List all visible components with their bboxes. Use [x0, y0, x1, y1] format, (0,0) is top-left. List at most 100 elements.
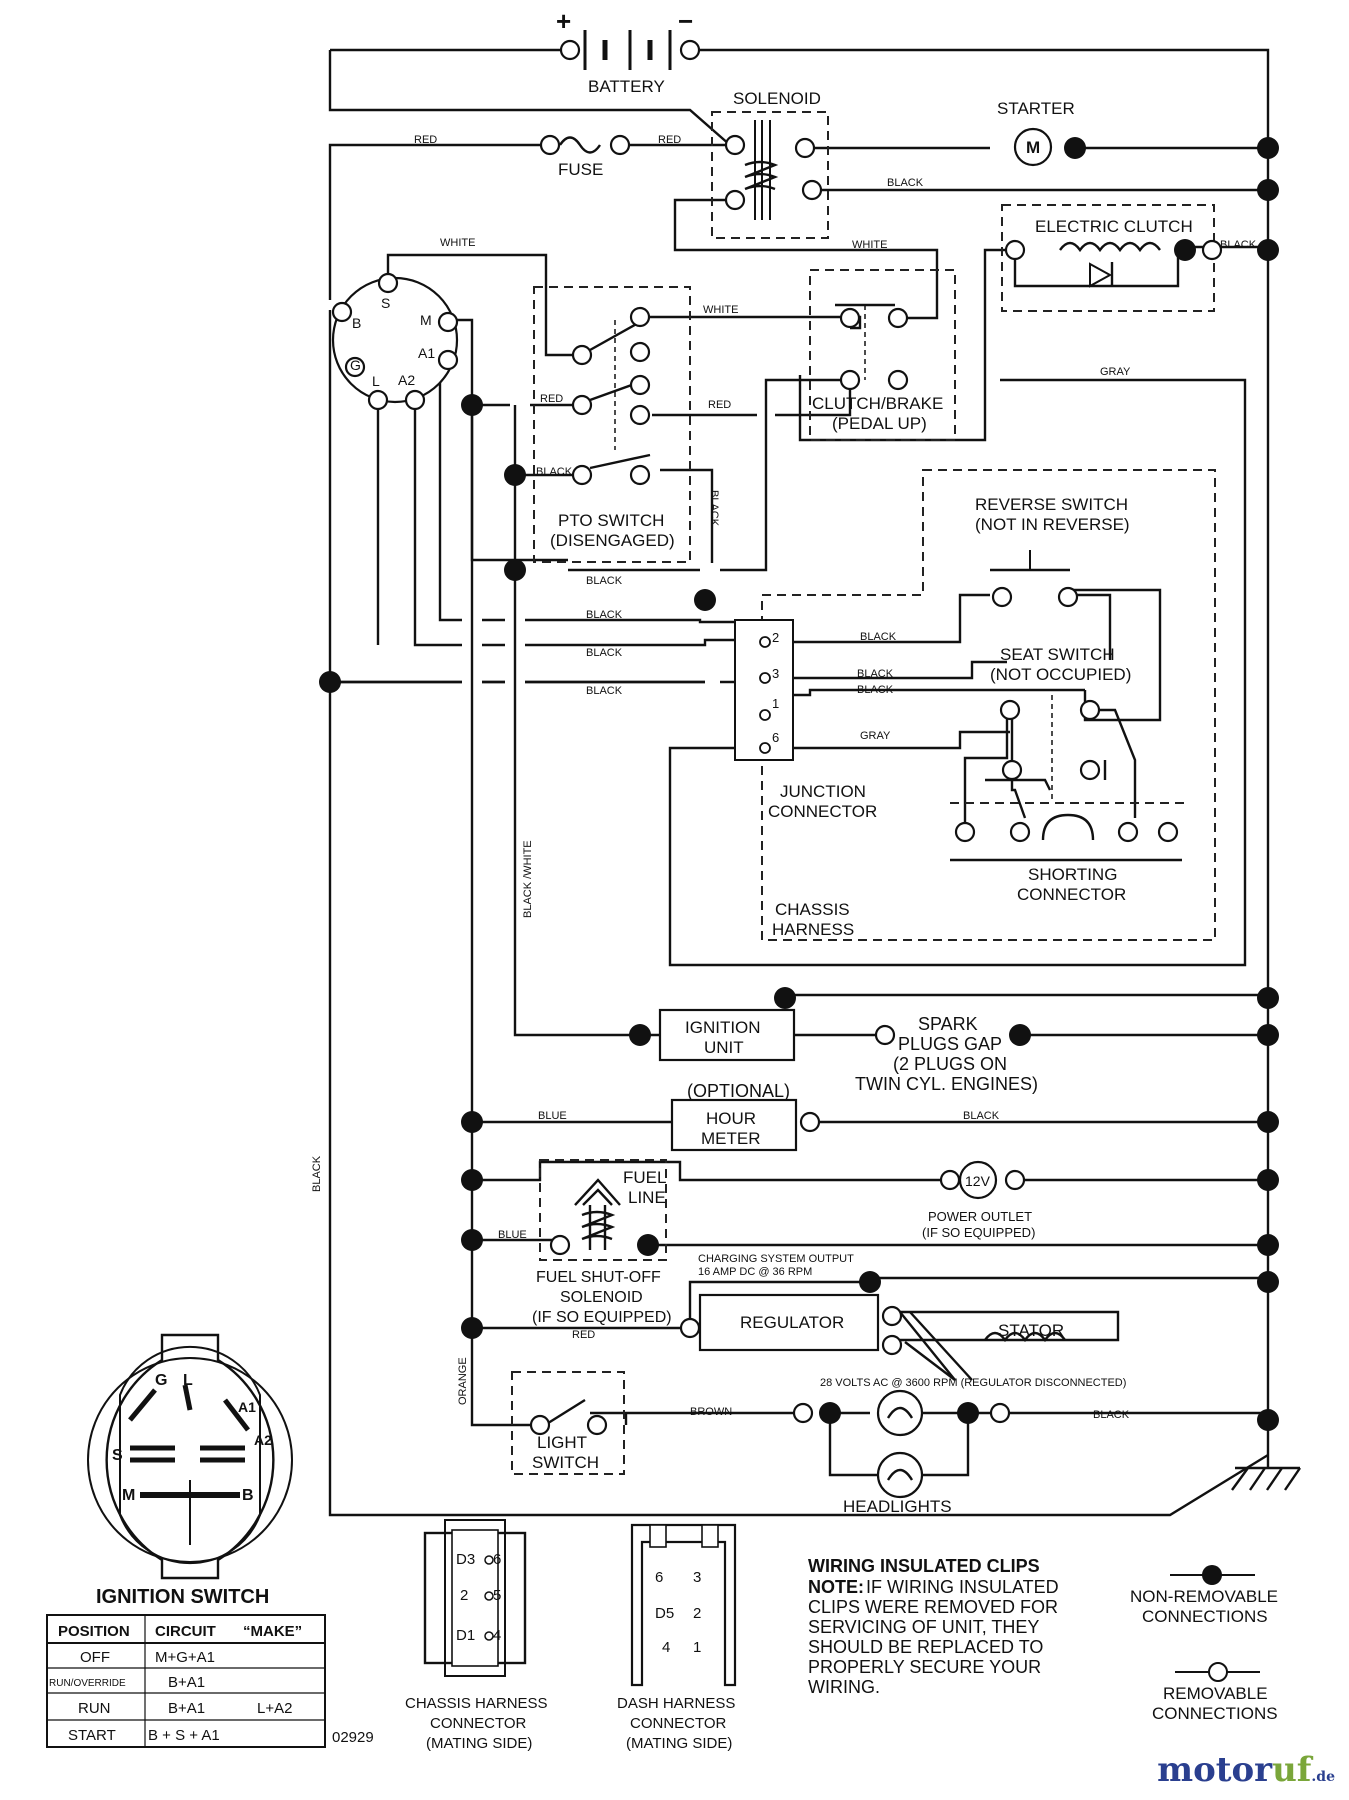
battery-label: BATTERY [588, 77, 665, 96]
terminal-s: S [381, 295, 390, 311]
wiring-clips-note: WIRING INSULATED CLIPS NOTE: IF WIRING I… [808, 1556, 1059, 1697]
junction-sublabel: CONNECTOR [768, 802, 877, 821]
diagram-code: 02929 [332, 1729, 374, 1746]
pin-1: 1 [772, 696, 779, 711]
starter-motor [1013, 127, 1053, 167]
power-outlet-label: POWER OUTLET [928, 1209, 1032, 1224]
table-row-run-make: L+A2 [257, 1700, 292, 1717]
headlights-label: HEADLIGHTS [843, 1497, 952, 1516]
ignition-switch-face: G L A1 S A2 M B [87, 1333, 293, 1580]
dash-connector-label: DASH HARNESS [617, 1695, 735, 1712]
stator-spec: 28 VOLTS AC @ 3600 RPM (REGULATOR DISCON… [820, 1377, 1126, 1389]
face-g: G [155, 1372, 167, 1389]
spark-plugs-note: (2 PLUGS ON [893, 1054, 1007, 1074]
dash-pin-d5: D5 [655, 1605, 674, 1622]
power-outlet-sublabel: (IF SO EQUIPPED) [922, 1225, 1035, 1240]
fuse-label: FUSE [558, 160, 603, 179]
legend-non-removable: NON-REMOVABLE [1130, 1587, 1278, 1606]
terminal-l: L [372, 373, 380, 389]
chassis-connector-label-3: (MATING SIDE) [426, 1735, 532, 1752]
watermark-logo: motoruf.de [1157, 1750, 1335, 1790]
hour-meter-box [670, 1098, 798, 1152]
shorting-label: SHORTING [1028, 865, 1117, 884]
wire-black-7: BLACK [586, 685, 623, 697]
ignition-unit-sublabel: UNIT [704, 1038, 744, 1057]
wire-white-2: WHITE [852, 239, 887, 251]
starter-symbol: M [1026, 138, 1040, 157]
wire-gray-1: GRAY [1100, 366, 1131, 378]
terminal-b: B [352, 315, 361, 331]
fuel-solenoid-icon [574, 1178, 621, 1250]
terminal-m: M [420, 312, 432, 328]
face-m: M [122, 1487, 135, 1504]
headlight-icons [876, 1389, 924, 1499]
terminal-a1: A1 [418, 345, 435, 361]
light-switch-label: LIGHT [537, 1433, 587, 1452]
table-header-circuit: CIRCUIT [155, 1623, 216, 1640]
light-switch-sublabel: SWITCH [532, 1453, 599, 1472]
fuel-solenoid-label: FUEL SHUT-OFF [536, 1269, 661, 1286]
wire-black-3: BLACK [536, 466, 573, 478]
ignition-unit-box [658, 1008, 796, 1062]
seat-switch-sublabel: (NOT OCCUPIED) [990, 665, 1131, 684]
electric-clutch-coil [1059, 241, 1161, 288]
table-row-off-circuit: M+G+A1 [155, 1649, 215, 1666]
optional-label: (OPTIONAL) [687, 1081, 790, 1101]
solenoid-coil [744, 120, 779, 220]
wire-black-6: BLACK [586, 647, 623, 659]
dash-pin-1: 1 [693, 1639, 701, 1656]
reverse-switch-contacts [990, 550, 1070, 572]
table-row-override-position: RUN/OVERRIDE [49, 1678, 126, 1689]
dash-harness-connector: 6 3 D5 2 4 1 [630, 1523, 737, 1687]
wire-red-5: RED [572, 1329, 595, 1341]
table-header-make: “MAKE” [243, 1623, 302, 1640]
wire-white-3: WHITE [703, 304, 738, 316]
clutch-brake-contacts [835, 303, 895, 380]
dash-pin-2: 2 [693, 1605, 701, 1622]
reverse-switch-sublabel: (NOT IN REVERSE) [975, 515, 1130, 534]
battery-plus-sign: + [556, 6, 571, 36]
table-row-start-position: START [68, 1727, 116, 1744]
wire-black-8: BLACK [860, 631, 897, 643]
junction-pin-dots [759, 636, 771, 754]
connection-legend: NON-REMOVABLE CONNECTIONS REMOVABLE CONN… [1130, 1565, 1278, 1723]
wire-orange: ORANGE [457, 1357, 469, 1405]
outlet-symbol: 12V [965, 1173, 991, 1189]
wire-gray-2: GRAY [860, 730, 891, 742]
chassis-pin-4: 4 [493, 1627, 501, 1644]
wire-red-1: RED [414, 134, 437, 146]
face-a1: A1 [238, 1399, 256, 1415]
watermark-tld: .de [1311, 1769, 1335, 1785]
note-line-5: PROPERLY SECURE YOUR [808, 1657, 1041, 1677]
fuel-line-label: FUEL [623, 1168, 666, 1187]
fuel-solenoid-sublabel: SOLENOID [560, 1289, 643, 1306]
fuse-element [559, 136, 601, 154]
starter-label: STARTER [997, 99, 1075, 118]
ignition-switch-title: IGNITION SWITCH [96, 1586, 269, 1608]
table-row-run-position: RUN [78, 1700, 111, 1717]
wire-black-11: BLACK [963, 1110, 1000, 1122]
wire-black-vertical: BLACK [311, 1155, 323, 1192]
table-row-off-position: OFF [80, 1649, 110, 1666]
wire-black-10: BLACK [857, 684, 894, 696]
charging-label: CHARGING SYSTEM OUTPUT [698, 1253, 854, 1265]
wire-white-1: WHITE [440, 237, 475, 249]
seat-switch-contacts [1041, 695, 1095, 841]
face-l: L [183, 1372, 193, 1389]
pto-switch-contacts [589, 320, 651, 470]
face-b: B [242, 1487, 254, 1504]
note-line-1: IF WIRING INSULATED [866, 1577, 1059, 1597]
note-line-2: CLIPS WERE REMOVED FOR [808, 1597, 1058, 1617]
note-line-4: SHOULD BE REPLACED TO [808, 1637, 1043, 1657]
wire-black-9: BLACK [857, 668, 894, 680]
wire-black-5: BLACK [586, 609, 623, 621]
clutch-brake-sublabel: (PEDAL UP) [832, 414, 927, 433]
hour-meter-label: HOUR [706, 1109, 756, 1128]
pin-6: 6 [772, 730, 779, 745]
chassis-pin-d3: D3 [456, 1551, 475, 1568]
wire-color-labels: RED RED BLACK BLACK WHITE WHITE WHITE GR… [311, 134, 1257, 1421]
chassis-harness-label: CHASSIS [775, 900, 850, 919]
ignition-switch-table: POSITION CIRCUIT “MAKE” OFF M+G+A1 RUN/O… [46, 1614, 326, 1748]
note-line-6: WIRING. [808, 1677, 880, 1697]
